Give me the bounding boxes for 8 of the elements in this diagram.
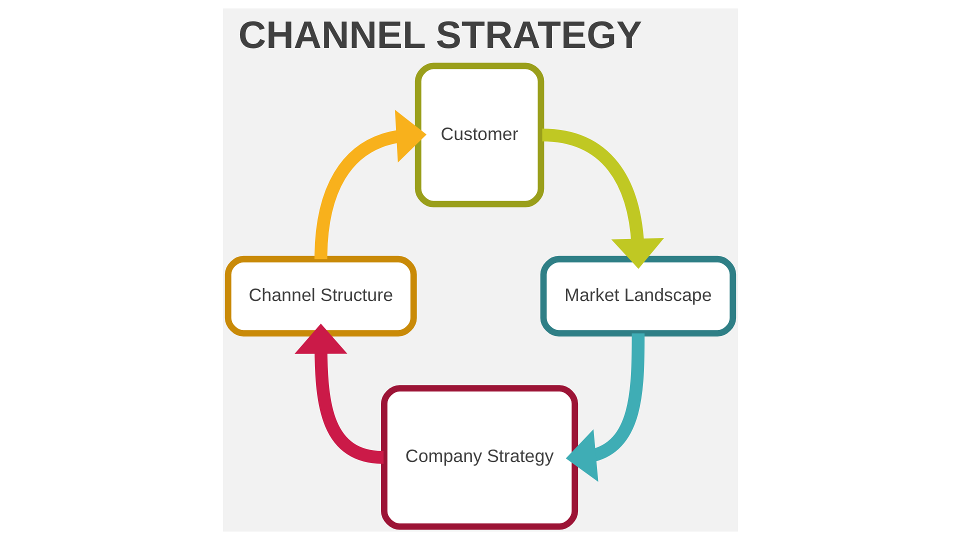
node-box: Market Landscape	[540, 256, 736, 337]
diagram-title: CHANNEL STRATEGY	[238, 14, 642, 58]
arrow	[541, 128, 664, 269]
node-box: Customer	[414, 62, 544, 208]
arrow	[565, 333, 644, 482]
node-box: Channel Structure	[224, 256, 416, 337]
node-box: Company Strategy	[380, 385, 578, 530]
arrow	[314, 110, 426, 260]
